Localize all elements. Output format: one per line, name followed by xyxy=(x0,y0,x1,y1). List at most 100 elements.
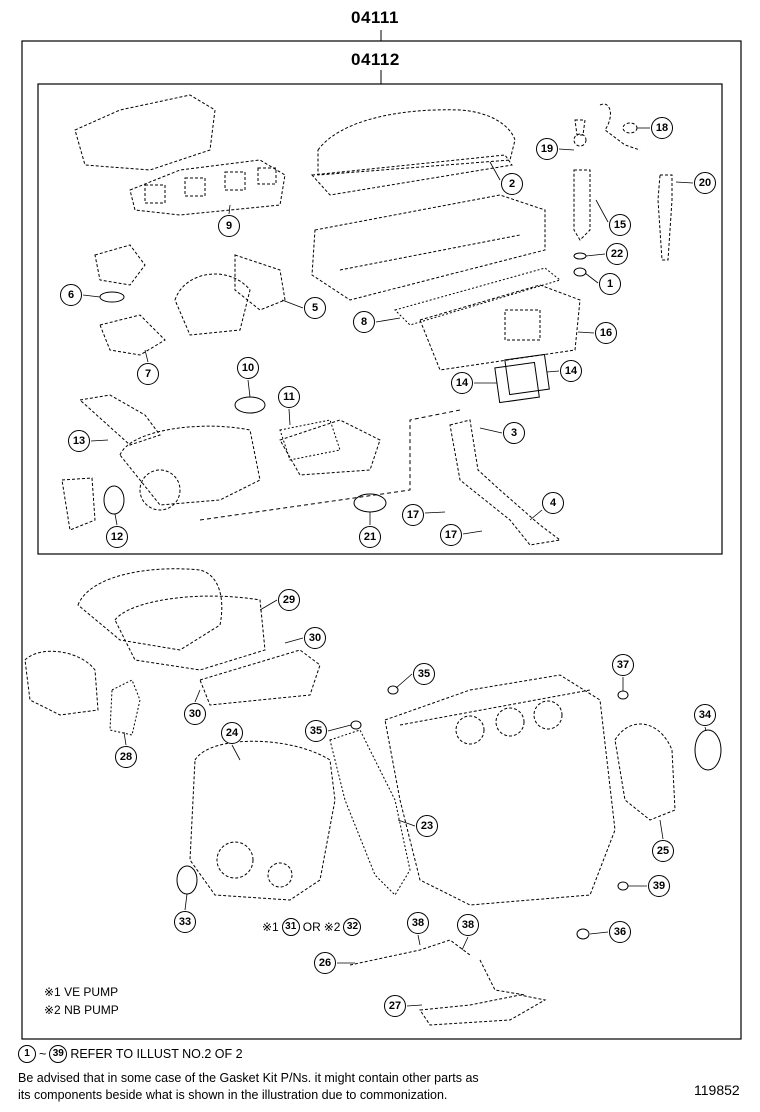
callout-21: 21 xyxy=(359,526,381,548)
reference-from-circle: 1 xyxy=(18,1045,36,1063)
callout-8: 8 xyxy=(353,311,375,333)
callout-15: 15 xyxy=(609,214,631,236)
water-outlet xyxy=(94,244,146,286)
oil-pipe xyxy=(449,419,562,546)
kit-04111-frame xyxy=(21,40,742,1040)
oil-seal-34 xyxy=(694,729,722,771)
callout-17: 17 xyxy=(402,504,424,526)
cylinder-head-cover xyxy=(310,109,516,196)
gasket-28 xyxy=(109,679,141,736)
callout-2: 2 xyxy=(501,173,523,195)
washer-35b xyxy=(350,720,362,730)
callout-3: 3 xyxy=(503,422,525,444)
callout-19: 19 xyxy=(536,138,558,160)
reference-to-circle: 39 xyxy=(49,1045,68,1063)
callout-30: 30 xyxy=(184,703,206,725)
pump-mark-2: ※2 xyxy=(323,920,341,934)
turbocharger xyxy=(119,419,381,511)
washer-1 xyxy=(573,267,587,277)
washer-39 xyxy=(617,881,629,891)
illustration-reference: 1 ~ 39 REFER TO ILLUST NO.2 OF 2 xyxy=(18,1045,243,1063)
oil-seal-33 xyxy=(176,865,198,895)
commonization-note-line-1: Be advised that in some case of the Gask… xyxy=(18,1071,479,1085)
gasket-6-ring xyxy=(99,291,125,303)
dashed-turbo-group-line xyxy=(199,409,461,521)
callout-10: 10 xyxy=(237,357,259,379)
kit-label-inner: 04112 xyxy=(351,50,400,69)
callout-36: 36 xyxy=(609,921,631,943)
callout-24: 24 xyxy=(221,722,243,744)
gasket-12-ring xyxy=(103,485,125,515)
washer-22 xyxy=(573,252,587,260)
callout-23: 23 xyxy=(416,815,438,837)
callout-35: 35 xyxy=(305,720,327,742)
elbow-12 xyxy=(61,477,96,531)
callout-26: 26 xyxy=(314,952,336,974)
washer-37 xyxy=(617,690,629,700)
callout-32: 32 xyxy=(343,918,362,936)
callout-1: 1 xyxy=(599,273,621,295)
kit-04112-frame xyxy=(37,83,723,555)
callout-16: 16 xyxy=(595,322,617,344)
head-gasket-8 xyxy=(394,267,562,326)
callout-28: 28 xyxy=(115,746,137,768)
pipe-13 xyxy=(78,394,161,446)
pump-reference: ※1 31 OR ※2 32 xyxy=(262,918,362,936)
oil-pump-pipe-26-27 xyxy=(349,939,547,1026)
commonization-note-line-2: its components beside what is shown in t… xyxy=(18,1088,448,1102)
washer-35a xyxy=(387,685,399,695)
cylinder-block xyxy=(384,674,616,906)
intake-manifold xyxy=(419,284,581,371)
callout-30: 30 xyxy=(304,627,326,649)
timing-gear-case xyxy=(189,740,336,901)
callout-34: 34 xyxy=(694,704,716,726)
timing-cover-rear xyxy=(77,568,266,671)
callout-17: 17 xyxy=(440,524,462,546)
pump-or: OR xyxy=(302,920,321,934)
callout-14: 14 xyxy=(451,372,473,394)
gasket-14-pair xyxy=(494,353,550,404)
callout-18: 18 xyxy=(651,117,673,139)
gasket-23 xyxy=(329,729,411,896)
callout-27: 27 xyxy=(384,995,406,1017)
callout-7: 7 xyxy=(137,363,159,385)
figure-id: 119852 xyxy=(694,1082,740,1098)
callout-11: 11 xyxy=(278,386,300,408)
rear-oil-seal-retainer xyxy=(614,723,676,821)
gasket-11 xyxy=(279,419,341,461)
turbo-housing-upper xyxy=(174,254,286,336)
callout-4: 4 xyxy=(542,492,564,514)
kit-label-outer: 04111 xyxy=(351,8,399,27)
callout-31: 31 xyxy=(281,918,300,936)
exhaust-manifold xyxy=(74,94,286,216)
callout-14: 14 xyxy=(560,360,582,382)
cylinder-head xyxy=(311,194,546,301)
callout-39: 39 xyxy=(648,875,670,897)
washer-36 xyxy=(576,928,590,940)
reference-tilde: ~ xyxy=(39,1047,47,1061)
callout-22: 22 xyxy=(606,243,628,265)
callout-20: 20 xyxy=(694,172,716,194)
legend-ve-pump: ※1 VE PUMP xyxy=(44,985,119,999)
elbow-7 xyxy=(99,314,166,356)
callout-38: 38 xyxy=(407,912,429,934)
callout-33: 33 xyxy=(174,911,196,933)
callout-37: 37 xyxy=(612,654,634,676)
callout-9: 9 xyxy=(218,215,240,237)
gasket-21-ring xyxy=(353,493,387,513)
oil-cooler-30 xyxy=(199,649,321,706)
callout-38: 38 xyxy=(457,914,479,936)
callout-25: 25 xyxy=(652,840,674,862)
callout-35: 35 xyxy=(413,663,435,685)
seal-housing-left xyxy=(24,650,99,716)
legend-nb-pump: ※2 NB PUMP xyxy=(44,1003,119,1017)
callout-12: 12 xyxy=(106,526,128,548)
callout-13: 13 xyxy=(68,430,90,452)
callout-29: 29 xyxy=(278,589,300,611)
callout-6: 6 xyxy=(60,284,82,306)
gasket-10-ring xyxy=(234,396,266,414)
callout-5: 5 xyxy=(304,297,326,319)
reference-text: REFER TO ILLUST NO.2 OF 2 xyxy=(70,1047,243,1061)
leader-lines xyxy=(82,127,707,1007)
